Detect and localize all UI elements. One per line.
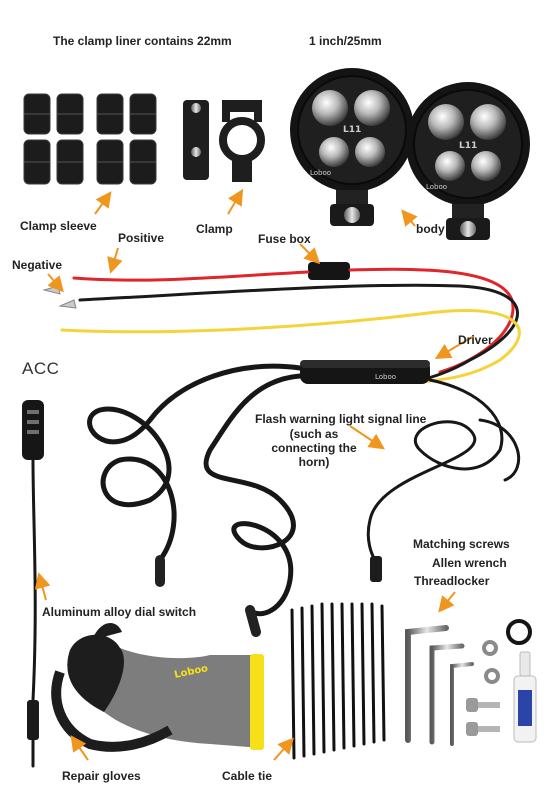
wiring-harness: Loboo	[22, 262, 521, 768]
flash-warning-label: Flash warning light signal line	[255, 412, 427, 426]
negative-label: Negative	[12, 258, 63, 272]
screws-and-washers	[466, 619, 532, 736]
light-body-right: L11 Loboo	[406, 82, 530, 240]
clamp	[183, 100, 265, 182]
model-label-right: L11	[459, 141, 477, 151]
threadlocker-label: Threadlocker	[414, 574, 490, 588]
clamp-sleeve-label: Clamp sleeve	[20, 219, 97, 233]
cable-tie-label: Cable tie	[222, 769, 273, 783]
clamp-label: Clamp	[196, 222, 233, 236]
light-body-left: L11 Loboo	[290, 68, 414, 226]
driver-label: Driver	[458, 333, 493, 347]
repair-gloves-label: Repair gloves	[62, 769, 141, 783]
driver-brand: Loboo	[375, 373, 396, 381]
fuse-box	[308, 262, 350, 280]
matching-screws-label: Matching screws	[413, 537, 510, 551]
pointer-arrows	[34, 188, 475, 761]
repair-gloves: Loboo	[51, 622, 264, 752]
clamp-sleeves	[23, 93, 157, 185]
brand-logo-left: Loboo	[310, 169, 331, 177]
allen-wrench-label: Allen wrench	[432, 556, 507, 570]
body-label: body	[416, 222, 445, 236]
size-label: 1 inch/25mm	[309, 34, 382, 48]
flash-note-label: (such as connecting the horn)	[271, 427, 357, 469]
allen-wrenches	[405, 625, 474, 746]
dial-switch-label: Aluminum alloy dial switch	[42, 605, 197, 619]
clamp-liner-label: The clamp liner contains 22mm	[53, 34, 232, 48]
threadlocker-bottle	[513, 651, 537, 743]
acc-label: ACC	[22, 359, 60, 378]
model-label-left: L11	[343, 125, 361, 135]
cable-ties	[290, 602, 386, 760]
fuse-box-label: Fuse box	[258, 232, 311, 246]
positive-label: Positive	[118, 231, 165, 245]
brand-logo-right: Loboo	[426, 183, 447, 191]
